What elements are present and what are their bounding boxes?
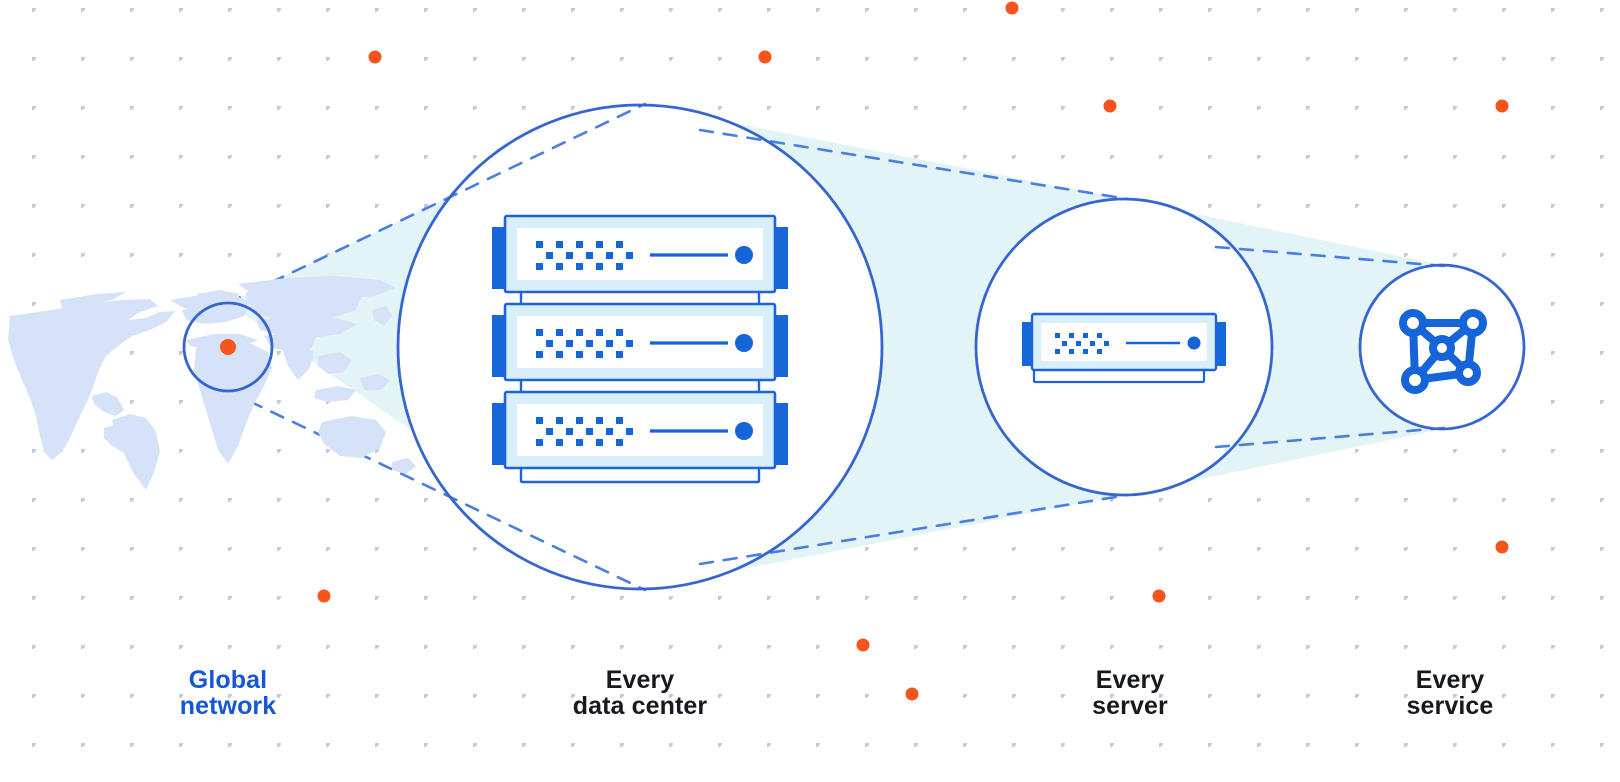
dashed-line-datacenter-bottom (698, 493, 1130, 566)
mesh-node-center (1429, 335, 1455, 361)
dashed-line-server-top (1214, 245, 1446, 268)
mesh-node-top-right (1459, 309, 1487, 337)
rack-unit-3-led (735, 422, 753, 440)
global-network-circle (182, 301, 274, 393)
mesh-node-bottom-right (1455, 360, 1481, 386)
rack-unit-1-led (735, 246, 753, 264)
accent-dot (1495, 99, 1509, 113)
accent-dot (1103, 99, 1117, 113)
server-circle (974, 197, 1274, 497)
rack-unit-2-led (735, 334, 753, 352)
dashed-line-global-top (226, 102, 647, 305)
accent-dot (1495, 540, 1509, 554)
single-server-icon (1022, 312, 1226, 384)
stage-label-global-network: Global network (179, 666, 277, 720)
accent-dot (368, 50, 382, 64)
accent-dots (220, 1, 1509, 701)
mesh-node-bottom-left (1401, 366, 1429, 394)
single-server-led (1187, 336, 1201, 350)
stage-label-every-data-center: Every data center (572, 666, 708, 720)
server-rack-icon (492, 214, 788, 484)
service-circle (1358, 263, 1526, 431)
stage-label-every-server: Every server (1092, 666, 1168, 720)
accent-dot (1005, 1, 1019, 15)
rack-unit-3-dot-matrix (536, 417, 633, 446)
accent-dot (317, 589, 331, 603)
mesh-network-nodes (1399, 309, 1487, 394)
single-server-dot-matrix (1055, 333, 1109, 354)
rack-unit-2-dot-matrix (536, 329, 633, 358)
rack-unit-3 (492, 390, 788, 470)
rack-unit-1 (492, 214, 788, 294)
accent-dot (758, 50, 772, 64)
accent-dot (905, 687, 919, 701)
dashed-line-global-bottom (226, 389, 647, 592)
stage-label-every-service: Every service (1406, 666, 1494, 720)
world-map-icon (8, 276, 416, 490)
rack-unit-1-dot-matrix (536, 241, 633, 270)
rack-unit-2 (492, 302, 788, 382)
accent-dot (1152, 589, 1166, 603)
dashed-line-server-bottom (1214, 426, 1446, 449)
accent-dot (856, 638, 870, 652)
accent-dot-global-marker (220, 339, 236, 355)
datacenter-circle (396, 103, 884, 591)
dashed-line-datacenter-top (698, 128, 1130, 201)
mesh-node-top-left (1399, 309, 1427, 337)
